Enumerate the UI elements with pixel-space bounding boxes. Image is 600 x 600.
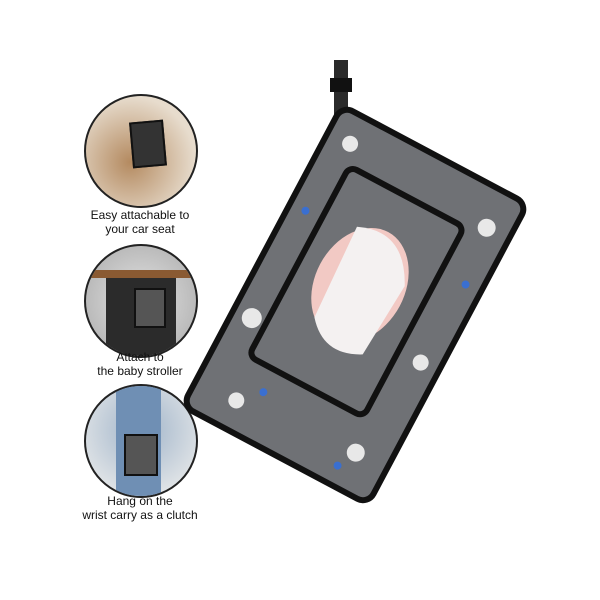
- caption-line: the baby stroller: [97, 364, 183, 378]
- caption-line: wrist carry as a clutch: [82, 508, 198, 522]
- caption-line: Easy attachable to: [90, 208, 190, 222]
- pattern-accents: [259, 206, 470, 470]
- pouch-lid: [248, 166, 465, 418]
- stroller-photo: [84, 244, 198, 358]
- car-seat-photo: [84, 94, 198, 208]
- caption-line: Hang on the: [107, 494, 173, 508]
- caption-line: your car seat: [105, 222, 175, 236]
- wrist-clutch-photo: [84, 384, 198, 498]
- dinosaur-pattern: [228, 135, 496, 462]
- strap-buckle: [330, 78, 352, 92]
- feature-caption-wrist: Hang on the wrist carry as a clutch: [60, 494, 220, 522]
- wipe-tissue: [314, 226, 405, 355]
- caption-line: Attach to: [116, 350, 164, 364]
- feature-caption-stroller: Attach to the baby stroller: [60, 350, 220, 378]
- feature-caption-car-seat: Easy attachable to your car seat: [60, 208, 220, 236]
